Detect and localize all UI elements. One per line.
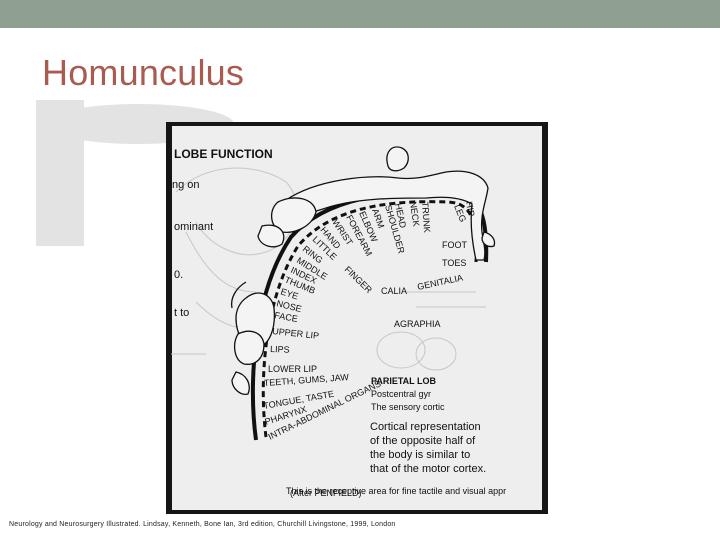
homunculus-head	[387, 147, 408, 171]
homunculus-illustration: PARIETAL LOB Postcentral gyr The sensory…	[166, 122, 548, 514]
label-foot: FOOT	[442, 240, 467, 250]
label-lips: LIPS	[270, 344, 290, 355]
homunculus-figure: PARIETAL LOB Postcentral gyr The sensory…	[166, 122, 548, 514]
left-fragment-4: t to	[174, 307, 189, 319]
bg-text-calia: CALIA	[381, 286, 407, 296]
left-fragment-2: ominant	[174, 221, 213, 233]
homunculus-thumb	[258, 225, 284, 247]
figure-credit: (After PENFIELD)	[290, 488, 362, 498]
source-caption: Neurology and Neurosurgery Illustrated. …	[9, 521, 396, 528]
note-line-3: the body is similar to	[370, 449, 470, 461]
left-fragment-1: ng on	[172, 179, 200, 191]
homunculus-lips	[235, 331, 264, 364]
note-line-2: of the opposite half of	[370, 435, 476, 447]
note-line-4: that of the motor cortex.	[370, 463, 486, 475]
top-bar	[0, 0, 720, 28]
slide-title: Homunculus	[42, 52, 244, 94]
label-toes: TOES	[442, 258, 466, 268]
note-line-1: Cortical representation	[370, 421, 481, 433]
left-fragment-3: 0.	[174, 269, 183, 281]
bg-text-postcentral: Postcentral gyr	[371, 389, 431, 399]
bg-text-sensory: The sensory cortic	[371, 402, 445, 412]
label-lower-lip: LOWER LIP	[268, 364, 317, 374]
bg-text-agraphia: AGRAPHIA	[394, 319, 441, 329]
figure-heading: LOBE FUNCTION	[174, 147, 273, 161]
